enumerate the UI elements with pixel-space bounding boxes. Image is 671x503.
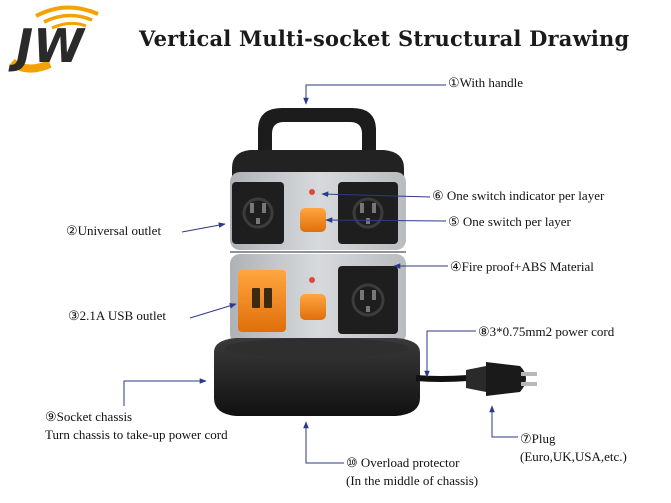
label-marker: ① [448, 75, 460, 90]
label-subtext: Turn chassis to take-up power cord [45, 427, 228, 442]
leader-3 [189, 303, 237, 319]
label-marker: ④ [450, 259, 462, 274]
label-power-cord: ⑧3*0.75mm2 power cord [478, 323, 614, 341]
label-with-handle: ①With handle [448, 74, 523, 92]
label-marker: ② [66, 223, 78, 238]
universal-outlet-lower-right [338, 266, 398, 334]
label-text: With handle [459, 75, 524, 90]
switch-lower [300, 294, 326, 320]
label-universal-outlet: ②Universal outlet [66, 222, 161, 240]
leader-2 [181, 222, 226, 233]
label-socket-chassis: ⑨Socket chassis Turn chassis to take-up … [45, 408, 228, 444]
logo-arcs [9, 5, 99, 73]
label-fire-proof: ④Fire proof+ABS Material [450, 258, 594, 276]
universal-outlet-upper-left [232, 182, 284, 244]
socket-chassis [214, 338, 420, 416]
label-marker: ③ [68, 308, 80, 323]
label-one-switch: ⑤ One switch per layer [448, 213, 571, 231]
label-text: Universal outlet [77, 223, 162, 238]
label-text: Fire proof+ABS Material [461, 259, 594, 274]
universal-outlet-upper-right [338, 182, 398, 244]
indicator-light-upper [309, 189, 315, 195]
label-marker: ⑥ [432, 188, 444, 203]
label-subtext: (In the middle of chassis) [346, 473, 479, 488]
label-text: Overload protector [360, 455, 460, 470]
page-title: Vertical Multi-socket Structural Drawing [139, 26, 630, 51]
leader-6 [321, 191, 431, 198]
label-text: Plug [531, 431, 556, 446]
usb-outlet [238, 270, 286, 332]
switch-upper [300, 208, 326, 232]
label-text: 2.1A USB outlet [79, 308, 166, 323]
label-text: One switch indicator per layer [446, 188, 605, 203]
jw-logo: JW [8, 5, 99, 73]
label-marker: ⑤ [448, 214, 460, 229]
top-cap [232, 150, 404, 176]
leader-8 [424, 330, 476, 378]
leader-5 [325, 217, 447, 223]
label-switch-indicator: ⑥ One switch indicator per layer [432, 187, 604, 205]
logo-letters: JW [8, 19, 86, 73]
label-usb-outlet: ③2.1A USB outlet [68, 307, 166, 325]
indicator-light-lower [309, 277, 315, 283]
label-text: Socket chassis [56, 409, 133, 424]
leader-1 [303, 84, 446, 105]
label-marker: ⑧ [478, 324, 490, 339]
label-text: 3*0.75mm2 power cord [489, 324, 615, 339]
leader-10 [303, 421, 344, 464]
label-marker: ⑨ [45, 409, 57, 424]
leader-7 [489, 405, 518, 438]
power-cord [415, 375, 469, 382]
leader-lines [123, 84, 518, 464]
label-marker: ⑩ [346, 455, 358, 470]
plug [466, 362, 537, 396]
label-overload-protector: ⑩ Overload protector (In the middle of c… [346, 454, 478, 490]
label-subtext: (Euro,UK,USA,etc.) [520, 449, 627, 464]
label-plug: ⑦Plug (Euro,UK,USA,etc.) [520, 430, 627, 466]
leader-9 [123, 378, 207, 406]
handle [258, 108, 376, 160]
label-text: One switch per layer [462, 214, 571, 229]
label-marker: ⑦ [520, 431, 532, 446]
